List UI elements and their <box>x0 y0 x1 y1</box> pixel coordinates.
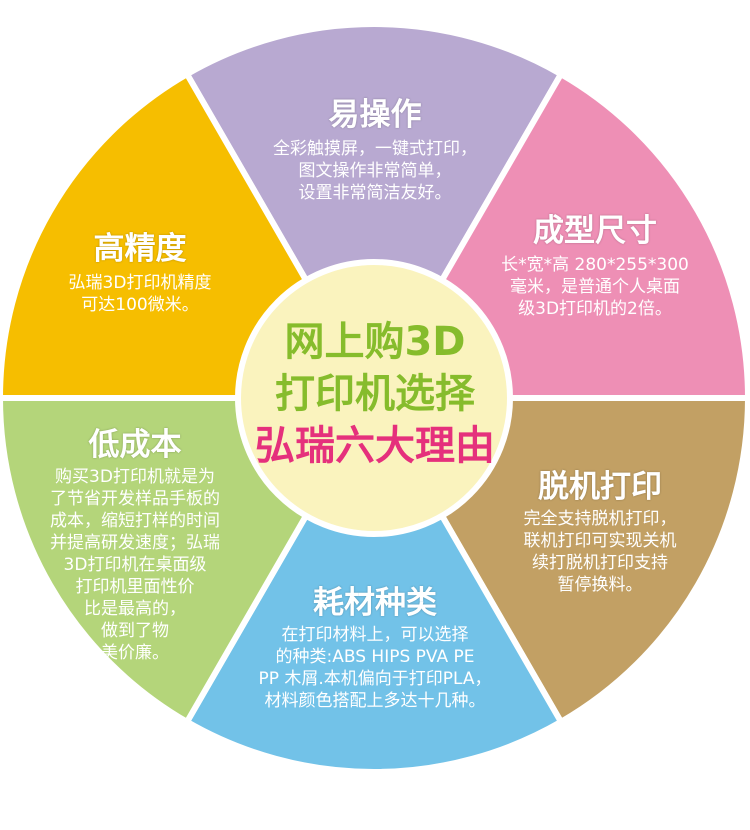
segment-precision-line: 弘瑞3D打印机精度 <box>68 273 212 293</box>
segment-material: 耗材种类 在打印材料上，可以选择 的种类:ABS HIPS PVA PE PP … <box>215 584 535 712</box>
segment-size-body: 长*宽*高 280*255*300 毫米，是普通个人桌面 级3D打印机的2倍。 <box>475 254 715 320</box>
segment-material-line: 的种类:ABS HIPS PVA PE <box>275 647 475 667</box>
segment-ease-line: 设置非常简洁友好。 <box>298 183 452 203</box>
center-disc <box>235 259 513 537</box>
segment-offline-line: 完全支持脱机打印， <box>523 509 677 529</box>
segment-ease: 易操作 全彩触摸屏，一键式打印， 图文操作非常简单， 设置非常简洁友好。 <box>220 96 530 204</box>
segment-size-line: 长*宽*高 280*255*300 <box>501 255 689 275</box>
segment-precision-body: 弘瑞3D打印机精度 可达100微米。 <box>35 272 245 316</box>
center-title-line-3: 弘瑞六大理由 <box>255 423 495 469</box>
segment-material-line: PP 木屑.本机偏向于打印PLA， <box>258 669 492 689</box>
segment-material-body: 在打印材料上，可以选择 的种类:ABS HIPS PVA PE PP 木屑.本机… <box>215 624 535 712</box>
segment-cost-line: 并提高研发速度；弘瑞 <box>50 533 220 553</box>
segment-cost-line: 比是最高的， <box>84 599 186 619</box>
segment-offline: 脱机打印 完全支持脱机打印， 联机打印可实现关机 续打脱机打印支持 暂停换料。 <box>490 468 710 596</box>
center-title-line-1: 网上购3D <box>284 319 466 365</box>
segment-precision: 高精度 弘瑞3D打印机精度 可达100微米。 <box>35 230 245 316</box>
segment-cost-body: 购买3D打印机就是为 了节省开发样品手板的 成本，缩短打样的时间 并提高研发速度… <box>20 466 250 664</box>
segment-offline-title: 脱机打印 <box>538 469 662 505</box>
segment-material-line: 在打印材料上，可以选择 <box>281 625 469 645</box>
center-title-line-2: 打印机选择 <box>275 371 475 417</box>
segment-cost-line: 了节省开发样品手板的 <box>50 489 220 509</box>
wedge-material <box>184 395 564 775</box>
segment-ease-title: 易操作 <box>328 97 422 133</box>
segment-cost-line: 做到了物 <box>101 621 169 641</box>
segment-ease-line: 全彩触摸屏，一键式打印， <box>273 139 477 159</box>
segment-size-line: 级3D打印机的2倍。 <box>518 299 672 319</box>
segment-cost: 低成本 购买3D打印机就是为 了节省开发样品手板的 成本，缩短打样的时间 并提高… <box>20 426 250 664</box>
segment-cost-line: 3D打印机在桌面级 <box>63 555 207 575</box>
segment-cost-line: 购买3D打印机就是为 <box>55 467 215 487</box>
segment-offline-body: 完全支持脱机打印， 联机打印可实现关机 续打脱机打印支持 暂停换料。 <box>490 508 710 596</box>
segment-precision-title: 高精度 <box>93 231 187 267</box>
segment-cost-line: 美价廉。 <box>101 643 169 663</box>
segment-ease-body: 全彩触摸屏，一键式打印， 图文操作非常简单， 设置非常简洁友好。 <box>220 138 530 204</box>
segment-material-line: 材料颜色搭配上多达十几种。 <box>264 691 486 711</box>
segment-precision-line: 可达100微米。 <box>81 295 199 315</box>
segment-offline-line: 暂停换料。 <box>557 575 643 595</box>
segment-size-title: 成型尺寸 <box>533 213 657 249</box>
segment-cost-line: 打印机里面性价 <box>75 577 195 597</box>
segment-cost-title: 低成本 <box>88 427 182 463</box>
segment-size: 成型尺寸 长*宽*高 280*255*300 毫米，是普通个人桌面 级3D打印机… <box>475 212 715 320</box>
segment-size-line: 毫米，是普通个人桌面 <box>510 277 680 297</box>
wedge-ease <box>184 21 564 401</box>
segment-ease-line: 图文操作非常简单， <box>298 161 452 181</box>
segment-offline-line: 联机打印可实现关机 <box>523 531 677 551</box>
segment-material-title: 耗材种类 <box>313 585 437 621</box>
segment-offline-line: 续打脱机打印支持 <box>532 553 668 573</box>
segment-cost-line: 成本，缩短打样的时间 <box>50 511 220 531</box>
